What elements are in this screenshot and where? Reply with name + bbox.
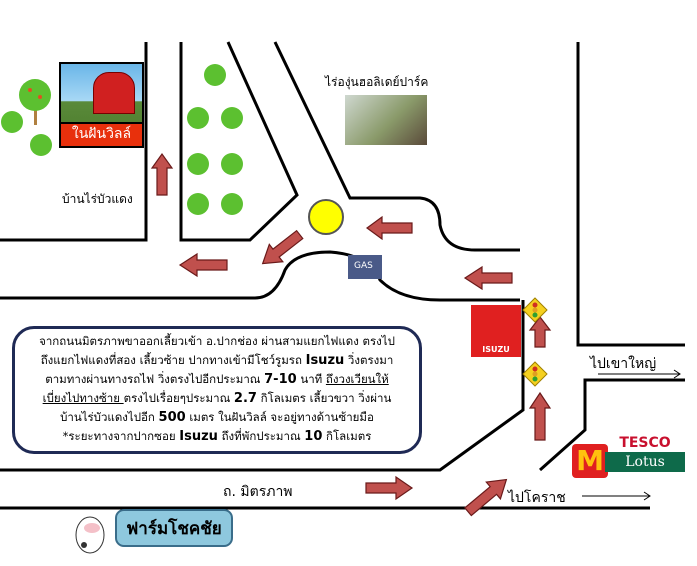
arrow-up-icon (528, 391, 552, 441)
road-edge (179, 41, 299, 242)
gas-station (348, 255, 382, 279)
road-name-label: ถ. มิตรภาพ (223, 484, 293, 500)
directions-line: ถึงแยกไฟแดงที่สอง เลี้ยวซ้าย ปากทางเข้าม… (40, 353, 394, 368)
village-label: บ้านไร่บัวแดง (62, 192, 133, 206)
arrow-right-icon (365, 475, 414, 501)
tesco-label: TESCO (619, 435, 671, 451)
isuzu-logo: ISUZU (471, 305, 521, 357)
road-edge (0, 300, 525, 472)
directions-line: เบี่ยงไปทางซ้าย ตรงไปเรื่อยๆประมาณ 2.7 ก… (42, 391, 392, 406)
barn-icon (93, 72, 135, 114)
arrow-up-icon (528, 316, 552, 348)
traffic-lights (522, 297, 548, 387)
road-edge (539, 378, 685, 472)
arrow-left-icon (463, 265, 513, 291)
to-khaoyai-label: ไปเขาใหญ่ (590, 356, 657, 372)
traffic-light-icon (522, 297, 548, 323)
road-edge (273, 41, 520, 252)
road-edge (0, 42, 148, 242)
villa-picture: ในฝันวิลล์ (59, 62, 144, 148)
khaoyai-arrow-icon (598, 369, 681, 379)
trees (1, 64, 243, 215)
farm-label: ฟาร์มโชคชัย (115, 509, 233, 547)
tree-icon (1, 64, 243, 215)
traffic-light-icon (522, 361, 548, 387)
directions-box: จากถนนมิตรภาพขาออกเลี้ยวเข้า อ.ปากช่อง ผ… (12, 326, 422, 454)
isuzu-label: ISUZU (482, 345, 510, 354)
vineyard-picture (345, 95, 427, 145)
road-edge (0, 250, 520, 302)
arrow-up-icon (150, 152, 174, 196)
directions-line: บ้านไร่บัวแดงไปอีก 500 เมตร ในฝันวิลล์ จ… (60, 410, 374, 425)
directions-line: *ระยะทางจากปากซอย Isuzu ถึงที่พักประมาณ … (62, 429, 372, 444)
arrow-left-icon (261, 229, 304, 265)
directions-line: จากถนนมิตรภาพขาออกเลี้ยวเข้า อ.ปากช่อง ผ… (39, 334, 395, 348)
villa-label: ในฝันวิลล์ (61, 122, 142, 146)
arrow-left-icon (178, 252, 228, 278)
fruit-tree-icon (19, 79, 51, 125)
korat-arrow-icon (582, 491, 651, 501)
mcdonalds-logo: M (572, 444, 608, 478)
vineyard-label: ไร่องุ่นฮอลิเดย์ปาร์ค (325, 75, 429, 89)
gas-label: GAS (354, 261, 373, 271)
route-arrows (150, 152, 552, 517)
to-korat-label: ไปโคราช (508, 490, 566, 506)
tesco-lotus-logo: TESCO Lotus (605, 434, 685, 474)
arrow-up-right-icon (464, 478, 508, 517)
lotus-label: Lotus (605, 452, 685, 472)
roundabout (308, 199, 344, 235)
directions-line: ตามทางผ่านทางรถไฟ วิ่งตรงไปอีกประมาณ 7-1… (45, 372, 389, 387)
arrow-left-icon (365, 215, 413, 241)
road-edge (576, 42, 685, 347)
cow-icon (75, 516, 105, 554)
